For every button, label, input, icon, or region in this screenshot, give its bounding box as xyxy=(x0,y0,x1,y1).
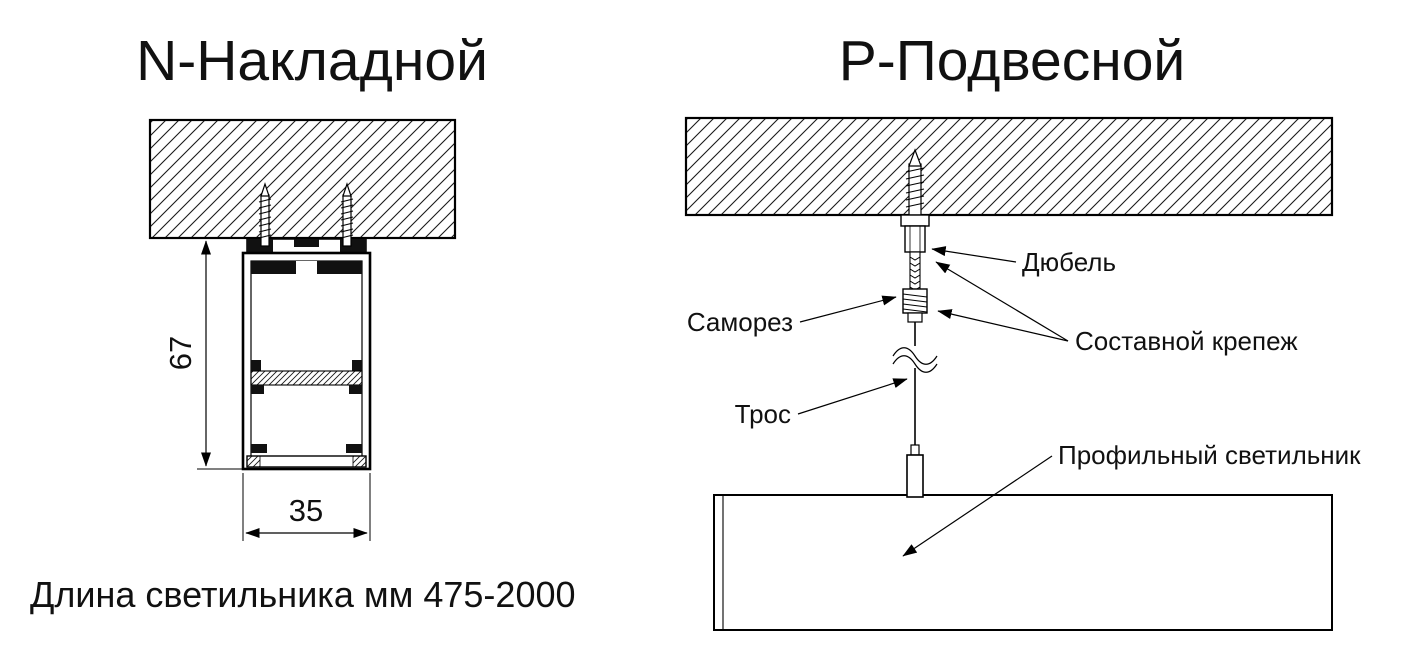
leader-dowel xyxy=(931,246,1017,263)
label-screw: Саморез xyxy=(687,307,793,337)
label-cable: Трос xyxy=(735,399,791,429)
leader-lines xyxy=(797,246,1069,557)
luminaire-body xyxy=(713,494,1333,631)
profile-cross-section xyxy=(241,251,372,471)
dowel xyxy=(900,214,930,253)
label-composite-fastener: Составной крепеж xyxy=(1075,326,1298,356)
luminaire-length-note: Длина светильника мм 475-2000 xyxy=(30,574,576,615)
cable-break-symbol xyxy=(892,347,938,365)
dimension-width: 35 xyxy=(242,473,371,541)
dimension-height: 67 xyxy=(163,237,243,470)
right-diagram: Р-Подвесной xyxy=(684,29,1361,631)
right-title: Р-Подвесной xyxy=(839,29,1186,93)
dimension-height-value: 67 xyxy=(163,336,198,370)
profile-mid-divider xyxy=(250,370,363,386)
spring-coupler xyxy=(902,288,928,323)
dimension-width-value: 35 xyxy=(289,493,323,528)
leader-luminaire xyxy=(902,455,1053,557)
left-diagram: N-Накладной xyxy=(30,29,576,615)
profile-diffuser xyxy=(246,455,367,468)
leader-fastener-lower xyxy=(937,309,1069,342)
leader-fastener-upper xyxy=(935,261,1069,342)
left-title: N-Накладной xyxy=(136,29,488,93)
suspension-cable xyxy=(892,322,938,450)
ceiling-section-right xyxy=(684,116,1334,217)
leader-cable xyxy=(797,378,908,415)
label-dowel: Дюбель xyxy=(1022,247,1116,277)
mounting-screw-right xyxy=(340,182,354,247)
leader-screw xyxy=(799,295,897,323)
mounting-screw-left xyxy=(258,182,272,247)
threaded-rod xyxy=(909,251,921,291)
ceiling-section-left xyxy=(148,118,457,240)
label-luminaire: Профильный светильник xyxy=(1058,440,1361,470)
cable-gripper xyxy=(906,444,924,498)
